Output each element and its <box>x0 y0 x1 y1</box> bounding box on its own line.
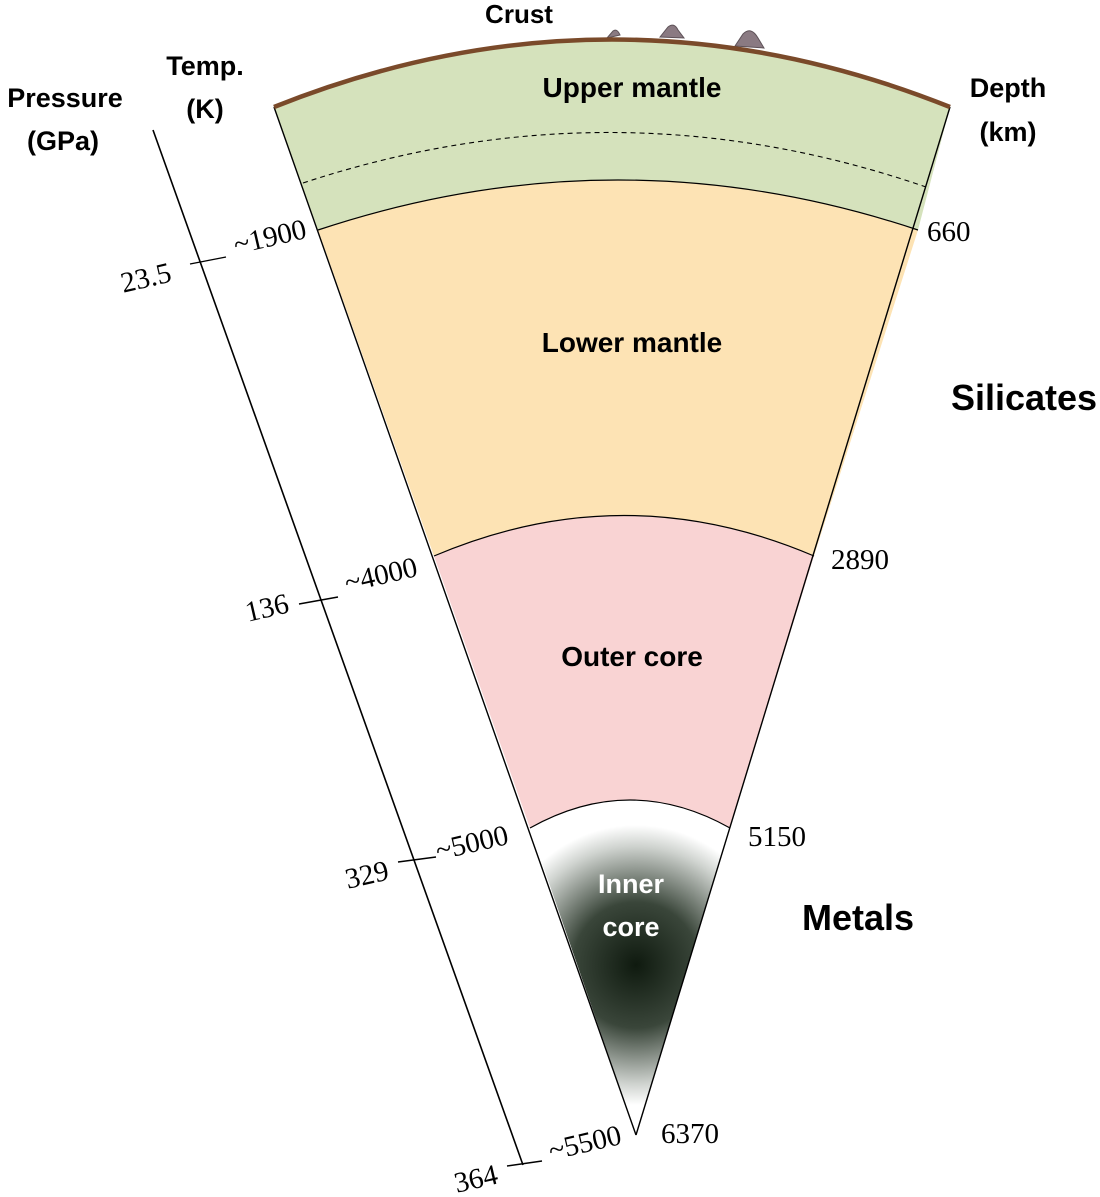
temp-label-5000: ~5000 <box>432 819 511 867</box>
tick-5150 <box>397 856 437 863</box>
pressure-unit: (GPa) <box>27 126 99 156</box>
surface-relief <box>605 24 765 49</box>
depth-unit: (km) <box>979 117 1036 147</box>
metals-label: Metals <box>802 897 914 938</box>
upper-mantle-label: Upper mantle <box>543 72 722 103</box>
temp-label-5500: ~5500 <box>545 1119 624 1167</box>
lower-mantle-label: Lower mantle <box>542 327 722 358</box>
pressure-header: Pressure <box>7 83 123 113</box>
tick-6370 <box>506 1160 543 1167</box>
depth-label-660: 660 <box>927 216 971 248</box>
crust-label: Crust <box>485 0 553 29</box>
pressure-label-329: 329 <box>342 855 392 896</box>
wedge-right-edge <box>635 106 951 1136</box>
depth-header: Depth <box>970 73 1047 103</box>
inner-core-region <box>530 800 730 1135</box>
outer-core-region <box>434 515 814 828</box>
outer-core-label: Outer core <box>561 641 703 672</box>
depth-label-6370: 6370 <box>661 1118 719 1150</box>
temperature-unit: (K) <box>186 94 223 124</box>
boundary-2890 <box>433 514 815 557</box>
boundary-660 <box>317 179 919 231</box>
depth-label-2890: 2890 <box>831 544 889 576</box>
pressure-temperature-axis <box>152 129 524 1166</box>
temp-label-4000: ~4000 <box>341 551 420 599</box>
boundary-5150 <box>529 799 731 829</box>
inner-core-label-line2: core <box>602 912 659 942</box>
upper-mantle-region <box>274 39 950 230</box>
silicates-label: Silicates <box>951 377 1097 418</box>
tick-660 <box>189 256 227 265</box>
transition-zone-dashed-line <box>302 131 927 188</box>
temp-label-1900: ~1900 <box>230 213 309 261</box>
temperature-header: Temp. <box>166 51 244 81</box>
pressure-label-364: 364 <box>451 1159 501 1197</box>
pressure-label-23-5: 23.5 <box>118 257 175 300</box>
inner-core-label-line1: Inner <box>598 869 665 899</box>
pressure-label-136: 136 <box>242 588 292 629</box>
crust-line <box>273 37 951 110</box>
lower-mantle-region <box>318 180 918 556</box>
tick-2890 <box>298 596 339 605</box>
depth-label-5150: 5150 <box>748 821 806 853</box>
wedge-left-edge <box>273 106 637 1136</box>
